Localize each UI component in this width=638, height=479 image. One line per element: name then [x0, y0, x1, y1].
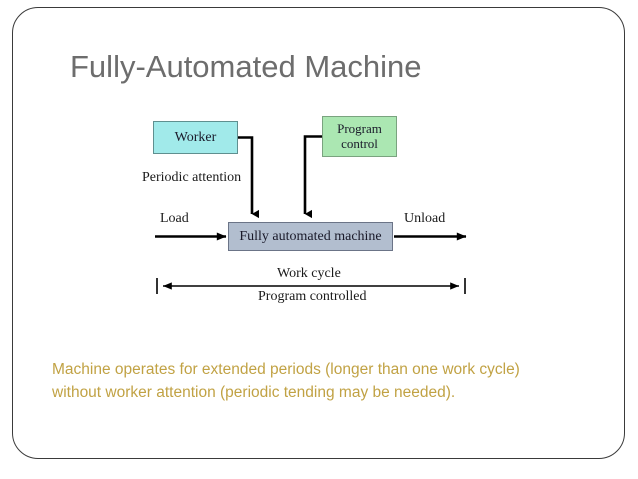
page-title: Fully-Automated Machine: [70, 49, 422, 84]
program-label-line1: Program: [337, 121, 382, 137]
diagram-box-fully-automated-machine: Fully automated machine: [228, 222, 393, 251]
diagram-box-worker-label: Worker: [174, 129, 217, 145]
diagram-label-unload: Unload: [404, 211, 446, 226]
diagram-box-worker: Worker: [153, 121, 238, 154]
slide-caption: Machine operates for extended periods (l…: [52, 358, 597, 404]
diagram-label-load: Load: [160, 211, 189, 226]
dimension-line-work-cycle: [156, 278, 466, 294]
slide-caption-line-2: without worker attention (periodic tendi…: [52, 384, 456, 401]
diagram-label-program-controlled: Program controlled: [258, 289, 367, 304]
program-label-line2: control: [341, 135, 378, 151]
connector-worker-to-machine: [238, 136, 260, 219]
slide-caption-line-1: Machine operates for extended periods (l…: [52, 361, 520, 378]
connector-program-to-machine: [303, 135, 322, 219]
diagram-label-periodic-attention: Periodic attention: [142, 170, 242, 185]
diagram-box-machine-label: Fully automated machine: [239, 228, 382, 244]
diagram-box-program-control-label: Program control: [337, 122, 382, 150]
diagram-label-work-cycle: Work cycle: [277, 266, 341, 281]
diagram-box-program-control: Program control: [322, 116, 397, 157]
